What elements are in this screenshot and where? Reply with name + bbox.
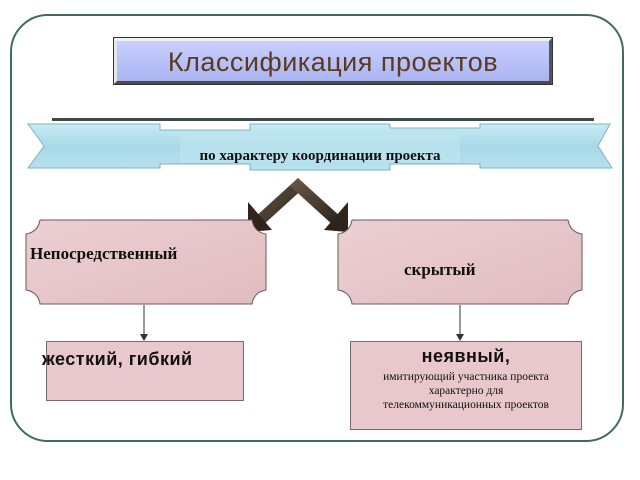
banner-label: по характеру координации проекта [199,148,441,164]
banner-ribbon [27,123,613,171]
right-subtype-box: неявный, имитирующий участника проекта х… [350,341,582,430]
right-category-shape [337,219,583,305]
right-subtype-title: неявный, [421,346,511,366]
branch-arrows [248,178,348,232]
right-category-label: скрытый [404,260,476,279]
right-subtype-description: имитирующий участника проекта характерно… [355,370,577,412]
page-title: Классификация проектов [167,47,499,77]
connector-left [140,305,148,341]
description-line: характерно для [428,385,504,397]
left-category-label: Непосредственный [30,244,178,263]
left-category-shape [25,219,267,305]
left-subtype-label: жесткий, гибкий [42,349,193,369]
description-line: телекоммуникационных проектов [383,399,549,411]
left-subtype-box [46,341,244,401]
divider-line [52,118,594,121]
description-line: имитирующий участника проекта [383,371,549,383]
connector-right [456,305,464,341]
title-box: Классификация проектов [114,38,552,84]
